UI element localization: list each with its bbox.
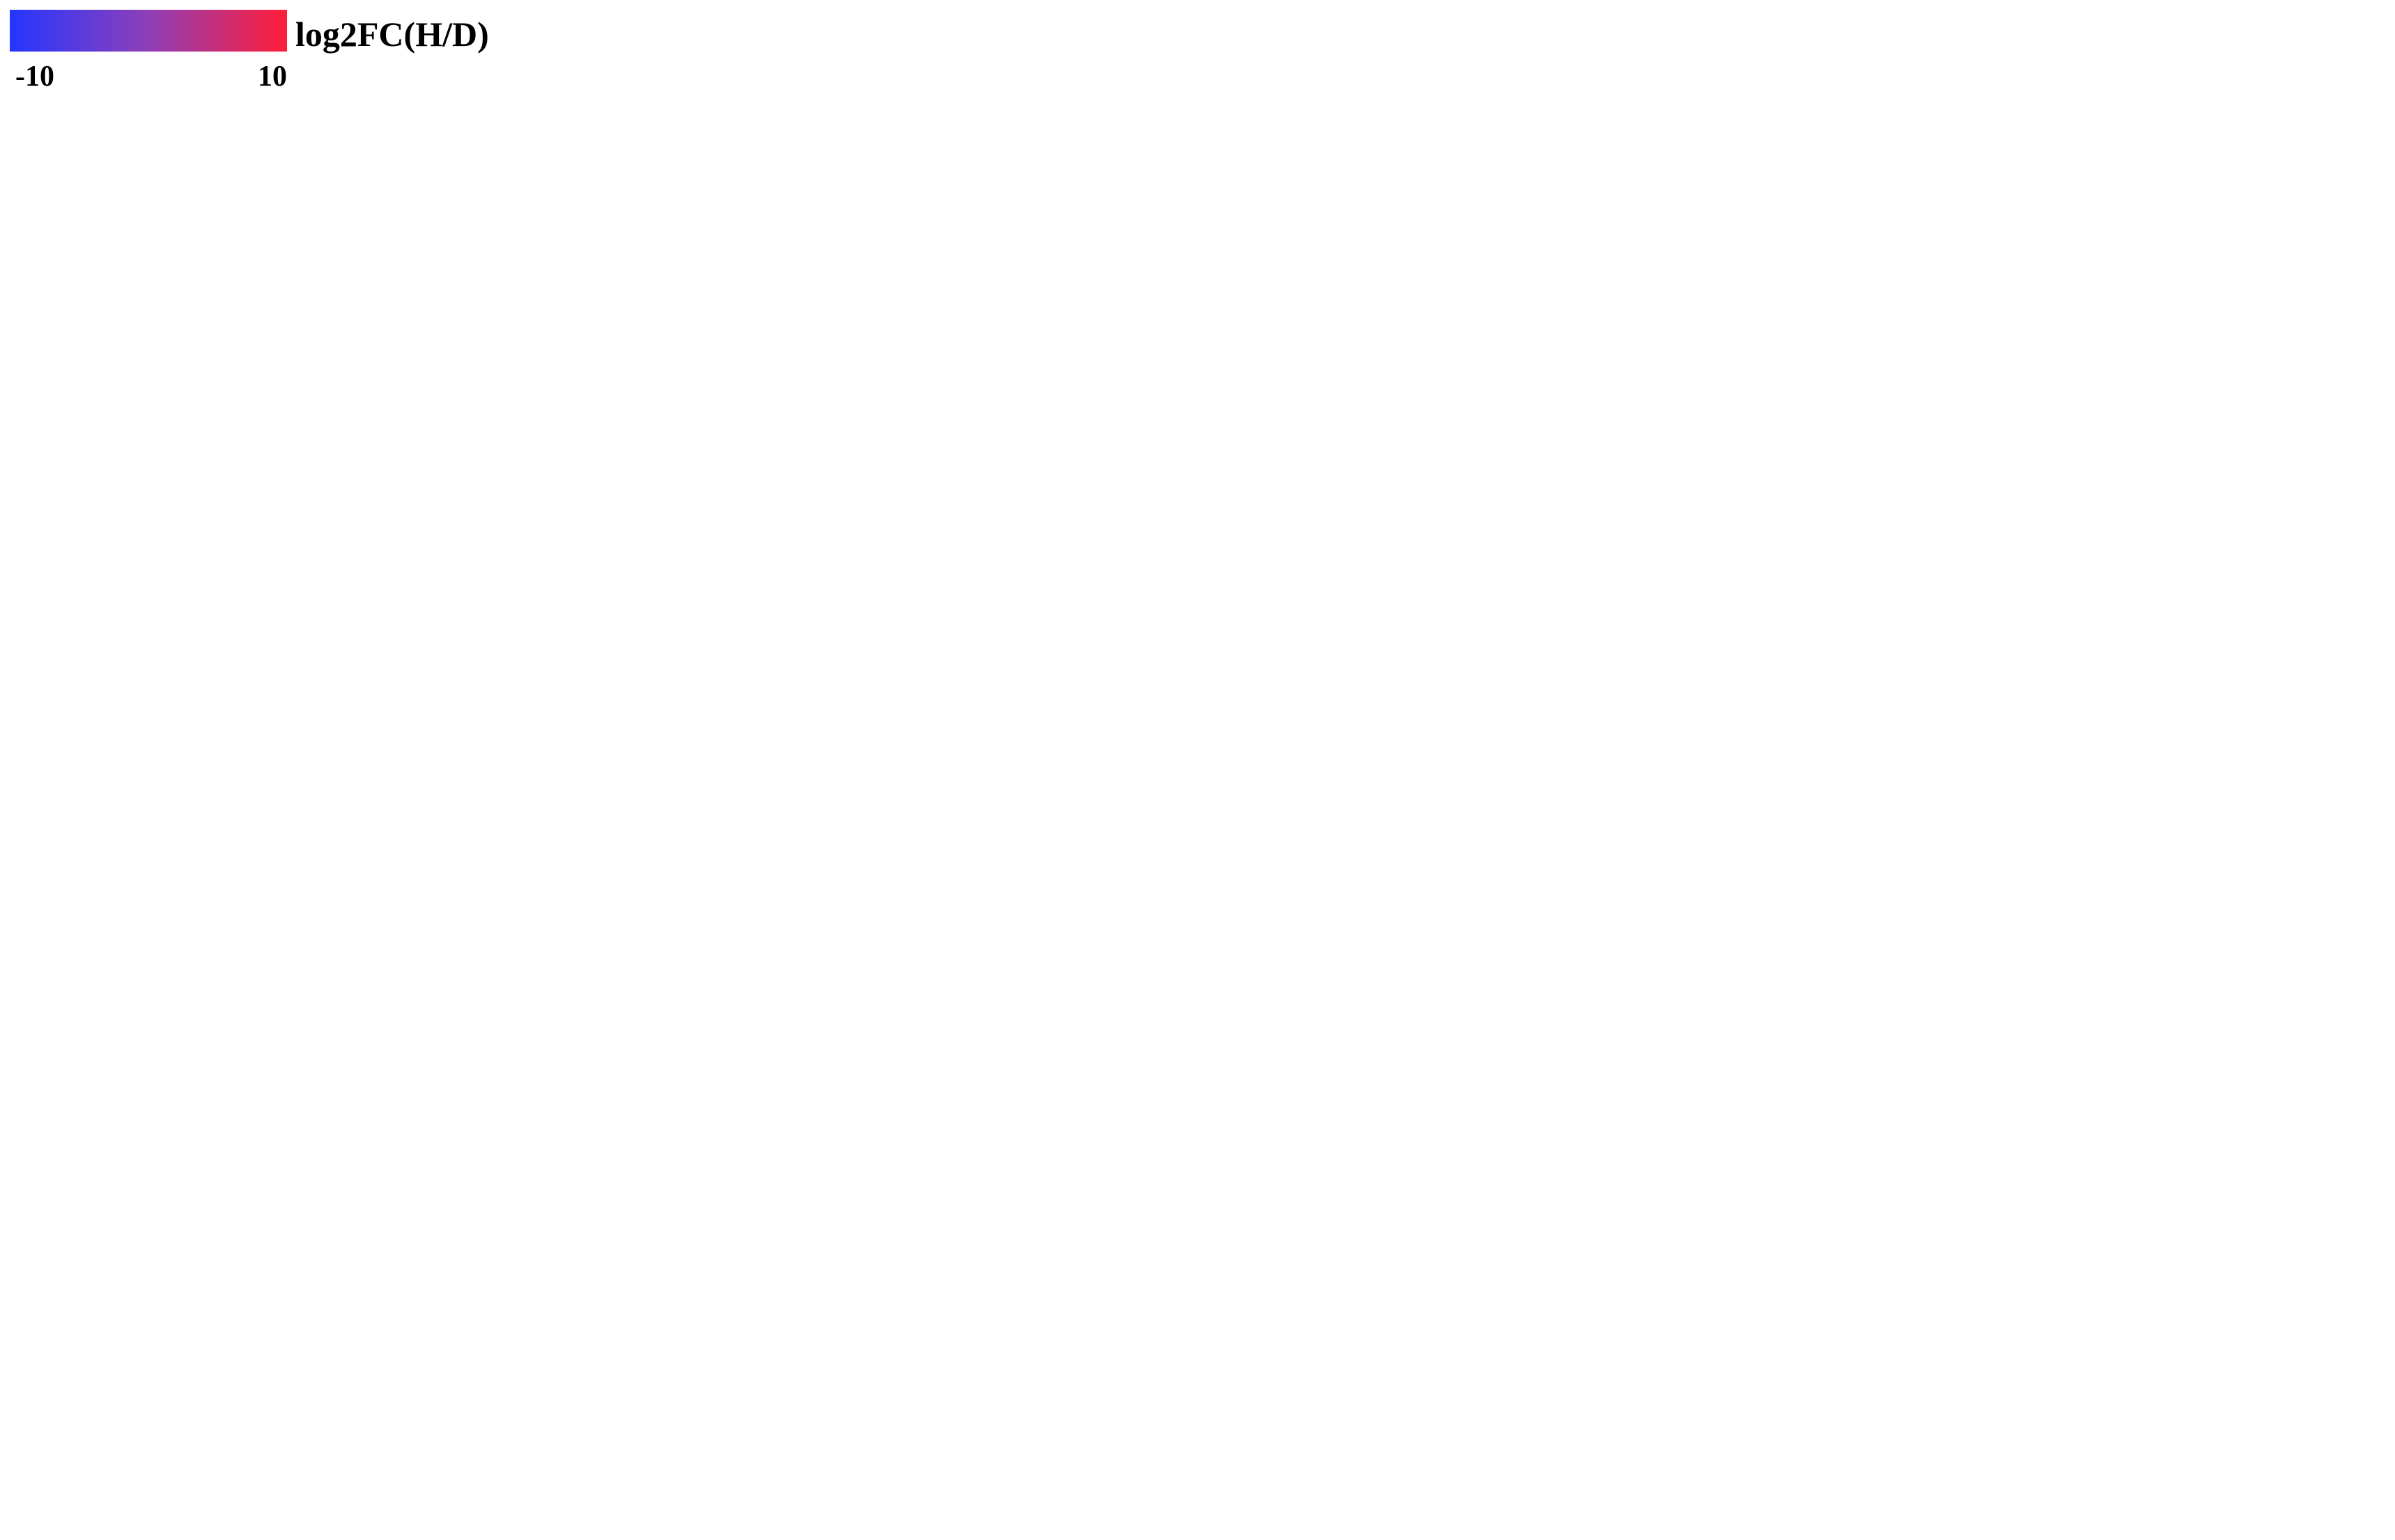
legend-gradient-bar <box>10 10 287 52</box>
legend-min-label: -10 <box>15 61 54 93</box>
legend-title: log2FC(H/D) <box>295 15 489 54</box>
legend-max-label: 10 <box>258 61 287 93</box>
